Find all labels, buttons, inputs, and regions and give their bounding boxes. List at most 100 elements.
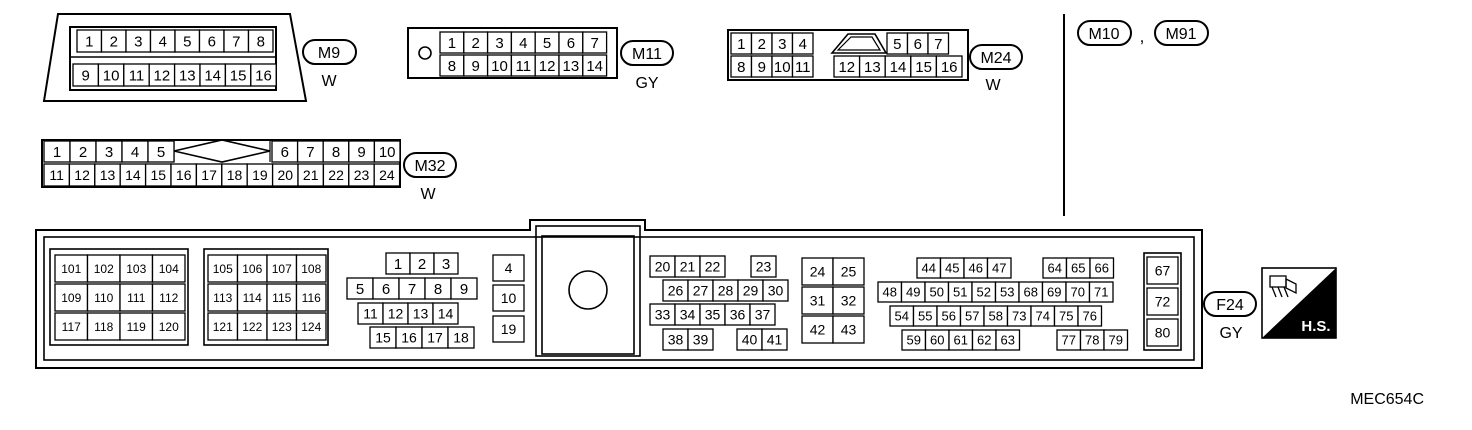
pin-number: 113 — [213, 291, 232, 305]
pin-number: 8 — [434, 281, 442, 298]
pin-number: 12 — [838, 59, 855, 76]
pin-number: 17 — [201, 167, 217, 183]
pin-number: 1 — [737, 36, 745, 53]
pin-number: 16 — [255, 67, 272, 84]
pin-cell — [791, 32, 814, 55]
pin-number: 35 — [705, 307, 721, 323]
pin-number: 6 — [382, 281, 390, 298]
pin-number: 25 — [841, 264, 857, 280]
pin-number: 5 — [157, 144, 165, 161]
connector-m10-m91: M10 , M91 — [1077, 20, 1209, 46]
pin-cell — [699, 255, 726, 278]
pin-number: 17 — [427, 330, 443, 346]
pin-number: 9 — [460, 281, 468, 298]
pin-cell — [986, 257, 1012, 279]
pin-number: 73 — [1012, 309, 1026, 324]
pin-cell — [266, 254, 298, 283]
m11-color: GY — [635, 75, 658, 92]
pin-number: 31 — [810, 293, 826, 309]
pin-number: 5 — [543, 35, 551, 52]
pin-cell — [147, 140, 175, 163]
pin-number: 7 — [232, 33, 240, 50]
pin-number: 3 — [495, 35, 503, 52]
pin-number: 7 — [591, 35, 599, 52]
pin-cell — [492, 284, 525, 312]
pin-number: 13 — [100, 167, 116, 183]
pin-cell — [927, 32, 950, 55]
pin-cell — [295, 283, 327, 312]
pin-number: 16 — [176, 167, 192, 183]
pin-number: 16 — [941, 59, 958, 76]
pin-number: 6 — [281, 144, 289, 161]
pin-number: 12 — [154, 67, 171, 84]
pin-number: 70 — [1071, 285, 1085, 300]
pin-number: 11 — [516, 58, 532, 75]
m9-color: W — [321, 73, 337, 90]
pin-number: 30 — [768, 283, 784, 299]
pin-number: 71 — [1094, 285, 1108, 300]
pin-number: 11 — [363, 306, 378, 322]
pin-number: 2 — [79, 144, 87, 161]
pin-cell — [247, 29, 274, 53]
pin-number: 115 — [272, 291, 291, 305]
pin-number: 111 — [127, 291, 146, 305]
pin-cell — [86, 254, 121, 283]
m24-label: M24 — [980, 50, 1011, 67]
m9-label: M9 — [318, 45, 340, 62]
pin-cell — [450, 277, 478, 300]
pin-number: 10 — [491, 58, 508, 75]
hs-label: H.S. — [1301, 318, 1330, 335]
harness-side-badge: H.S. — [1261, 267, 1337, 339]
pin-number: 4 — [131, 144, 139, 161]
pin-number: 18 — [227, 167, 243, 183]
pin-cell — [832, 286, 865, 315]
pin-number: 26 — [668, 283, 684, 299]
pin-number: 27 — [693, 283, 709, 299]
pin-number: 77 — [1062, 333, 1076, 348]
pin-cell — [935, 55, 963, 78]
pin-number: 61 — [954, 333, 968, 348]
pin-number: 48 — [883, 285, 897, 300]
pin-number: 2 — [472, 35, 480, 52]
pin-cell — [266, 283, 298, 312]
pin-number: 46 — [969, 261, 983, 276]
pin-number: 21 — [680, 259, 696, 275]
pin-cell — [236, 283, 268, 312]
pin-number: 121 — [213, 320, 233, 334]
pin-number: 6 — [567, 35, 575, 52]
pin-number: 19 — [252, 167, 268, 183]
pin-number: 19 — [501, 321, 517, 337]
f24-color: GY — [1219, 325, 1242, 342]
pin-number: 116 — [302, 291, 321, 305]
pin-number: 78 — [1085, 333, 1099, 348]
pin-number: 22 — [328, 167, 344, 183]
pin-cell — [151, 283, 186, 312]
pin-cell — [761, 328, 788, 351]
pin-number: 54 — [895, 309, 909, 324]
pin-number: 74 — [1036, 309, 1050, 324]
pin-cell — [447, 326, 475, 349]
pin-cell — [1089, 257, 1115, 279]
pin-cell — [151, 312, 186, 341]
pin-cell — [801, 315, 834, 344]
pin-number: 24 — [810, 264, 826, 280]
pin-number: 15 — [230, 67, 247, 84]
pin-cell — [432, 302, 459, 325]
pin-number: 22 — [705, 259, 721, 275]
pin-number: 10 — [379, 144, 396, 161]
pin-number: 12 — [388, 306, 404, 322]
pin-number: 8 — [257, 33, 265, 50]
pin-number: 15 — [151, 167, 167, 183]
pin-cell — [1088, 281, 1114, 303]
pin-number: 122 — [242, 320, 262, 334]
pin-number: 117 — [62, 320, 81, 334]
pin-number: 120 — [159, 320, 179, 334]
pin-number: 64 — [1048, 261, 1062, 276]
pin-cell — [749, 303, 776, 326]
pin-cell — [801, 286, 834, 315]
